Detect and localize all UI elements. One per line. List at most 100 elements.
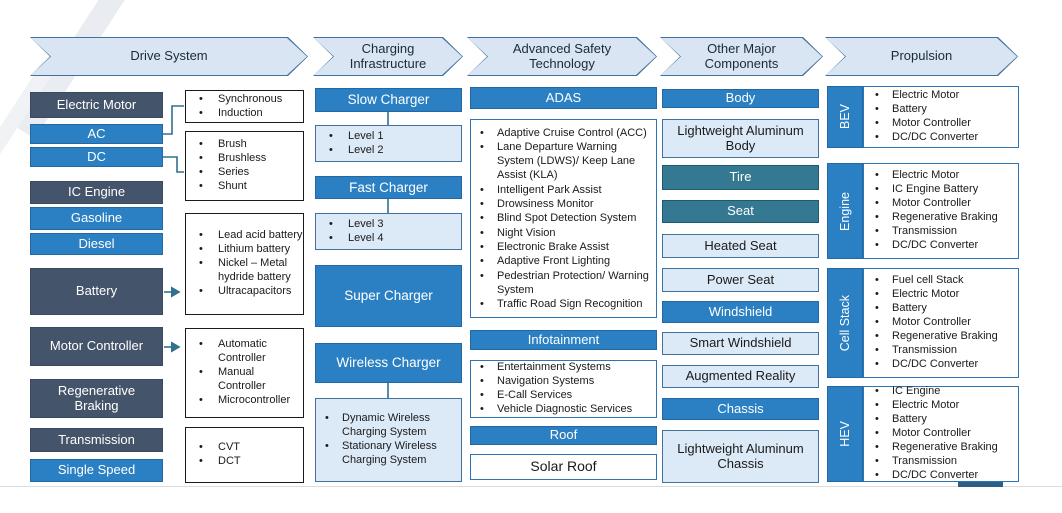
bar-chassis: Chassis	[662, 398, 819, 420]
list-wireless-types: Dynamic Wireless Charging SystemStationa…	[315, 398, 462, 482]
list-bev-items: Electric MotorBatteryMotor ControllerDC/…	[863, 86, 1019, 148]
bullet-item: Fuel cell Stack	[864, 274, 1018, 288]
box-dc: DC	[30, 147, 163, 167]
tab-engine: Engine	[827, 163, 863, 259]
bullet-item: IC Engine	[864, 385, 1018, 399]
connector-dc-types	[163, 156, 184, 173]
bullet-item: Regenerative Braking	[864, 441, 1018, 455]
bar-wireless-charger: Wireless Charger	[315, 343, 462, 383]
box-solar-roof: Solar Roof	[470, 454, 657, 480]
box-ic-engine: IC Engine	[30, 181, 163, 204]
bullet-item: Transmission	[864, 344, 1018, 358]
bullet-item: Electric Motor	[864, 89, 1018, 103]
header-charging-infrastructure: Charging Infrastructure	[313, 37, 463, 76]
bar-roof: Roof	[470, 426, 657, 445]
bullet-item: DC/DC Converter	[864, 358, 1018, 372]
bullet-item: Battery	[864, 302, 1018, 316]
bullet-item: Drowsiness Monitor	[471, 197, 656, 212]
box-single-speed: Single Speed	[30, 459, 163, 482]
list-fast-levels: Level 3Level 4	[315, 213, 462, 250]
bullet-item: Automatic Controller	[186, 338, 303, 366]
chevron-label: Charging Infrastructure	[314, 38, 462, 75]
box-smart-windshield: Smart Windshield	[662, 332, 819, 355]
box-lightweight-body: Lightweight Aluminum Body	[662, 119, 819, 158]
bar-adas: ADAS	[470, 87, 657, 109]
bullet-item: Intelligent Park Assist	[471, 183, 656, 198]
bullet-item: Stationary Wireless Charging System	[316, 440, 461, 468]
bullet-item: Brushless	[186, 152, 303, 166]
bullet-item: Electric Motor	[864, 288, 1018, 302]
bullet-item: Level 4	[316, 232, 461, 246]
list-controller-types: Automatic ControllerManual ControllerMic…	[185, 328, 304, 418]
box-augmented-reality: Augmented Reality	[662, 365, 819, 388]
footer-navy-mark	[958, 480, 1003, 487]
bullet-item: Induction	[186, 107, 303, 121]
tab-hev-label: HEV	[838, 421, 852, 447]
bullet-item: Lane Departure Warning System (LDWS)/ Ke…	[471, 140, 656, 183]
bullet-item: Adaptive Cruise Control (ACC)	[471, 126, 656, 141]
chevron-label: Drive System	[31, 38, 307, 75]
list-adas-items: Adaptive Cruise Control (ACC)Lane Depart…	[470, 119, 657, 318]
header-propulsion: Propulsion	[825, 37, 1018, 76]
bullet-item: DCT	[186, 455, 303, 469]
bullet-item: Battery	[864, 103, 1018, 117]
box-electric-motor: Electric Motor	[30, 92, 163, 118]
tab-cell-stack: Cell Stack	[827, 268, 863, 378]
bullet-item: Blind Spot Detection System	[471, 211, 656, 226]
list-transmission-types: CVTDCT	[185, 427, 304, 483]
bullet-item: Motor Controller	[864, 197, 1018, 211]
tab-hev: HEV	[827, 386, 863, 482]
bar-body: Body	[662, 89, 819, 108]
bullet-item: Electric Motor	[864, 399, 1018, 413]
tab-bev: BEV	[827, 86, 863, 148]
bullet-item: Traffic Road Sign Recognition	[471, 297, 656, 312]
header-advanced-safety: Advanced Safety Technology	[467, 37, 657, 76]
list-battery-types: Lead acid batteryLithium batteryNickel –…	[185, 213, 304, 315]
bullet-item: Microcontroller	[186, 394, 303, 408]
chevron-label: Other Major Components	[661, 38, 822, 75]
bullet-item: Pedestrian Protection/ Warning System	[471, 269, 656, 298]
bullet-item: Lead acid battery	[186, 229, 303, 243]
box-ac: AC	[30, 124, 163, 144]
bullet-item: Motor Controller	[864, 316, 1018, 330]
tab-bev-label: BEV	[838, 104, 852, 130]
bullet-item: Battery	[864, 413, 1018, 427]
bullet-item: Dynamic Wireless Charging System	[316, 412, 461, 440]
bullet-item: DC/DC Converter	[864, 239, 1018, 253]
header-drive-system: Drive System	[30, 37, 308, 76]
bullet-item: Brush	[186, 138, 303, 152]
bar-fast-charger: Fast Charger	[315, 176, 462, 199]
bullet-item: Lithium battery	[186, 243, 303, 257]
bar-slow-charger: Slow Charger	[315, 88, 462, 112]
bullet-item: Regenerative Braking	[864, 211, 1018, 225]
box-battery: Battery	[30, 268, 163, 315]
list-cell-stack-items: Fuel cell StackElectric MotorBatteryMoto…	[863, 268, 1019, 378]
list-infotainment-items: Entertainment SystemsNavigation SystemsE…	[470, 360, 657, 418]
box-regenerative-braking: Regenerative Braking	[30, 379, 163, 418]
box-power-seat: Power Seat	[662, 268, 819, 292]
bullet-item: E-Call Services	[471, 389, 656, 403]
bullet-item: IC Engine Battery	[864, 183, 1018, 197]
bullet-item: DC/DC Converter	[864, 469, 1018, 483]
chevron-label: Advanced Safety Technology	[468, 38, 656, 75]
list-dc-types: BrushBrushlessSeriesShunt	[185, 131, 304, 201]
bullet-item: Electric Motor	[864, 169, 1018, 183]
bullet-item: Motor Controller	[864, 117, 1018, 131]
bullet-item: CVT	[186, 441, 303, 455]
bullet-item: Synchronous	[186, 93, 303, 107]
list-ac-types: SynchronousInduction	[185, 90, 304, 123]
bullet-item: Level 2	[316, 144, 461, 158]
bullet-item: Shunt	[186, 180, 303, 194]
bar-windshield: Windshield	[662, 301, 819, 323]
connector-ac-types	[163, 105, 184, 135]
box-motor-controller: Motor Controller	[30, 327, 163, 366]
bullet-item: Transmission	[864, 225, 1018, 239]
footer-divider	[0, 486, 1062, 487]
bar-super-charger: Super Charger	[315, 265, 462, 327]
bar-seat: Seat	[662, 200, 819, 223]
bullet-item: Nickel – Metal hydride battery	[186, 257, 303, 285]
bullet-item: Ultracapacitors	[186, 285, 303, 299]
list-hev-items: IC EngineElectric MotorBatteryMotor Cont…	[863, 385, 1019, 483]
bullet-item: Entertainment Systems	[471, 361, 656, 375]
